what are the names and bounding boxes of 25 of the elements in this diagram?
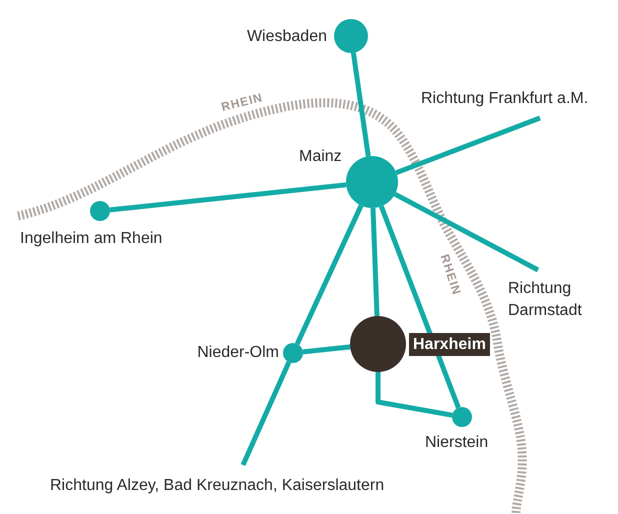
highlighted-place-label: Harxheim xyxy=(409,333,490,356)
town-dot xyxy=(452,407,472,427)
road-line xyxy=(350,52,371,157)
place-label: Mainz xyxy=(299,147,342,166)
town-dot xyxy=(346,156,398,208)
road-line xyxy=(378,205,461,409)
road-line xyxy=(240,361,292,466)
place-label: Nieder-Olm xyxy=(197,343,279,362)
town-dot xyxy=(90,201,110,221)
road-line xyxy=(376,372,453,418)
road-line xyxy=(394,192,540,272)
place-label: Wiesbaden xyxy=(246,27,327,46)
road-line xyxy=(370,208,380,316)
road-line xyxy=(302,344,350,354)
road-line xyxy=(294,204,364,345)
destination-label: Richtung Darmstadt xyxy=(508,278,598,322)
destination-label: Richtung Frankfurt a.M. xyxy=(421,88,588,110)
road-line xyxy=(110,182,346,212)
road-line xyxy=(395,116,541,176)
town-dot xyxy=(334,19,368,53)
town-dot xyxy=(283,343,303,363)
place-label: Nierstein xyxy=(425,433,488,452)
destination-label: Richtung Alzey, Bad Kreuznach, Kaiserslautern xyxy=(50,475,384,497)
place-label: Ingelheim am Rhein xyxy=(20,229,162,248)
river-label: RHEIN xyxy=(220,90,264,114)
